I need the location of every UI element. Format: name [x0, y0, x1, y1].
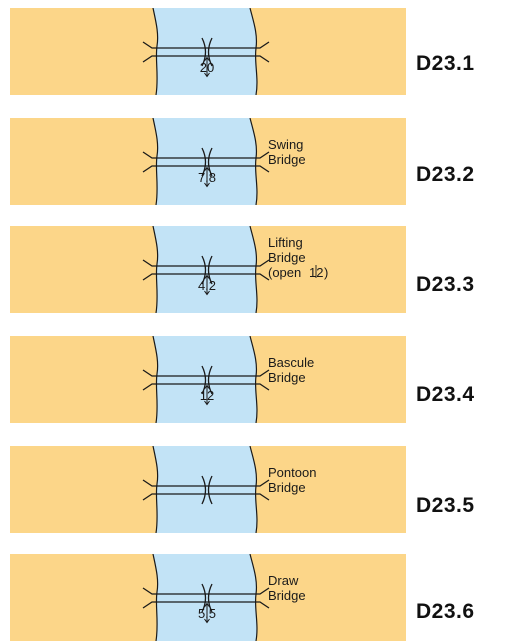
bridge-mark-left: [201, 147, 207, 177]
bridge-mark-left: [201, 475, 207, 505]
river-bank-left: [152, 554, 159, 641]
chart-panel: 20: [10, 8, 406, 95]
clearance-arrow-down: [204, 182, 210, 188]
clearance-arrow-down: [204, 400, 210, 406]
label-line: Bridge: [268, 370, 306, 385]
clearance-arrow-up: [204, 602, 210, 608]
bridge-mark-left: [201, 365, 207, 395]
clearance-marker: 12: [200, 384, 214, 406]
label-line: Pontoon: [268, 465, 316, 480]
clearance-arrow-up: [204, 56, 210, 62]
symbol-code: D23.2: [416, 163, 475, 186]
bridge-lower-edge: [142, 493, 270, 501]
bridge-lower-edge: [142, 55, 270, 63]
bridge-mark-left: [201, 37, 207, 67]
symbol-code: D23.5: [416, 494, 475, 517]
bridge-upper-edge: [142, 41, 270, 49]
label-line: Bridge: [268, 250, 306, 265]
bridge-mark-right: [207, 583, 213, 613]
symbol-code: D23.6: [416, 600, 475, 623]
bridge-mark-right: [207, 255, 213, 285]
label-line: Bridge: [268, 152, 306, 167]
bridge-lower-edge: [142, 273, 270, 281]
river-bank-left: [152, 118, 159, 205]
bridge-upper-edge: [142, 479, 270, 487]
clearance-value: 20: [200, 60, 214, 75]
label-line: Bridge: [268, 480, 306, 495]
label-line: Bridge: [268, 588, 306, 603]
clearance-arrow-down: [204, 618, 210, 624]
bridge-mark-right: [207, 475, 213, 505]
label-line: Lifting: [268, 235, 303, 250]
bridge-upper-edge: [142, 151, 270, 159]
bridge-mark-right: [207, 365, 213, 395]
bridge-upper-edge: [142, 259, 270, 267]
label-line: Swing: [268, 137, 303, 152]
clearance-marker: 4.2: [198, 274, 216, 296]
clearance-value: 7.8: [198, 170, 216, 185]
symbol-code: D23.3: [416, 273, 475, 296]
bridge-mark-right: [207, 37, 213, 67]
bridge-symbol-svg: 20: [10, 8, 406, 95]
river-bank-left: [152, 446, 159, 533]
clearance-arrow-down: [204, 290, 210, 296]
clearance-marker: 20: [200, 56, 214, 78]
symbol-code: D23.1: [416, 52, 475, 75]
bridge-row-1: 20 D23.1: [0, 8, 520, 95]
clearance-arrow-up: [204, 274, 210, 280]
clearance-arrow-down: [204, 72, 210, 78]
bridge-lower-edge: [142, 601, 270, 609]
label-line: (open: [268, 265, 301, 280]
river-bank-left: [152, 8, 159, 95]
bridge-lower-edge: [142, 383, 270, 391]
clearance-value: 5.5: [198, 606, 216, 621]
bridge-upper-edge: [142, 369, 270, 377]
clearance-value: 12: [200, 388, 214, 403]
river-bank-left: [152, 336, 159, 423]
label-line: Draw: [268, 573, 299, 588]
clearance-value: 4.2: [198, 278, 216, 293]
clearance-marker: 7.8: [198, 166, 216, 188]
label-close-paren: ): [324, 265, 328, 280]
river-bank-left: [152, 226, 159, 313]
bridge-mark-right: [207, 147, 213, 177]
label-line: Bascule: [268, 355, 314, 370]
bridge-upper-edge: [142, 587, 270, 595]
bridge-mark-left: [201, 583, 207, 613]
clearance-arrow-up: [204, 166, 210, 172]
clearance-marker: 5.5: [198, 602, 216, 624]
bridge-mark-left: [201, 255, 207, 285]
bridge-lower-edge: [142, 165, 270, 173]
clearance-arrow-up: [204, 384, 210, 390]
symbol-code: D23.4: [416, 383, 475, 406]
